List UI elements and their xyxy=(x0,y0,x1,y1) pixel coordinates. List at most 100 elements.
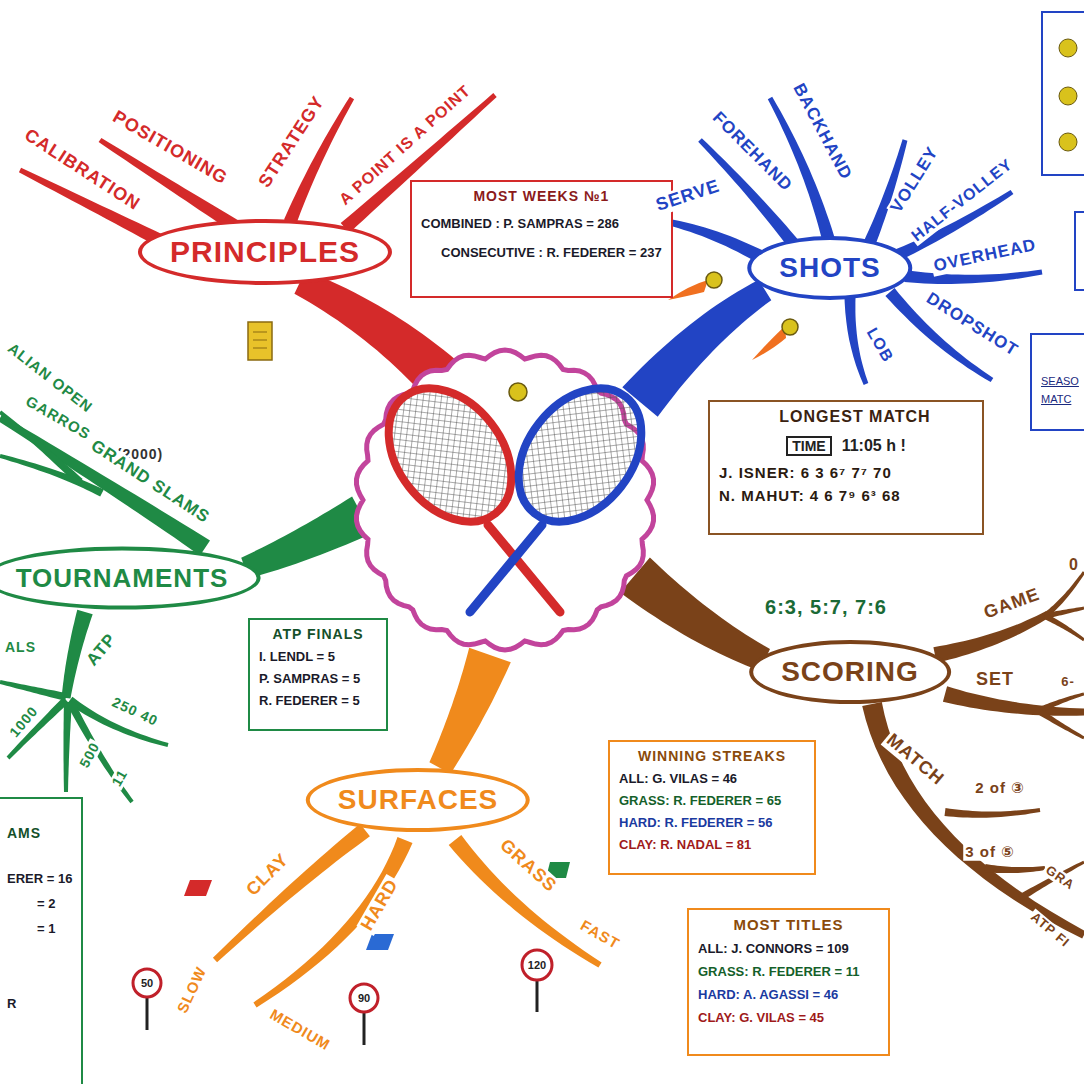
branch-label: POSITIONING xyxy=(107,106,232,190)
centre-picture xyxy=(357,350,667,650)
node-heading: TOURNAMENTS xyxy=(16,563,229,594)
branch xyxy=(0,680,67,701)
racquet-handle xyxy=(488,525,560,612)
speed-number: 90 xyxy=(358,992,370,1004)
branch xyxy=(1039,693,1084,713)
ball xyxy=(1059,39,1077,57)
branch xyxy=(449,835,602,968)
branch xyxy=(904,270,1042,284)
ball xyxy=(509,383,527,401)
node-text: COMBINED : P. SAMPRAS = 286 xyxy=(421,216,662,231)
branch xyxy=(66,700,133,803)
branch xyxy=(943,686,1084,716)
edge-boxes xyxy=(1042,12,1084,290)
branch-label: STRATEGY xyxy=(254,91,330,193)
ball xyxy=(1059,87,1077,105)
branch xyxy=(1018,861,1084,901)
record-box: ATP FINALSI. LENDL = 5P. SAMPRAS = 5R. F… xyxy=(248,618,388,731)
racquet-head xyxy=(493,365,666,546)
node-text: I. LENDL = 5 xyxy=(259,649,377,664)
branch-label: SET xyxy=(974,670,1016,690)
sign-disc xyxy=(133,969,161,997)
branch xyxy=(429,648,510,774)
ball-flame xyxy=(752,326,786,360)
topic-bubble: SCORING xyxy=(749,640,951,704)
node-heading: SCORING xyxy=(781,656,919,688)
racquet-handle xyxy=(470,525,542,612)
branch xyxy=(213,824,370,963)
node-text: TIME xyxy=(786,436,831,456)
branch xyxy=(622,280,771,417)
branch-label: 2 of ③ xyxy=(973,780,1027,797)
branch-label: BACKHAND xyxy=(788,79,856,185)
record-box: LONGEST MATCHTIME11:05 h !J. ISNER: 6 3 … xyxy=(708,400,984,535)
ball-flame xyxy=(668,280,708,300)
surface-flags xyxy=(184,862,570,950)
branch xyxy=(845,298,869,385)
branch-label: 1000 xyxy=(6,702,43,742)
node-heading: LONGEST MATCH xyxy=(719,408,973,426)
branch xyxy=(0,454,104,497)
record-box: WINNING STREAKSALL: G. VILAS = 46GRASS: … xyxy=(608,740,816,875)
node-text: ALL: J. CONNORS = 109 xyxy=(698,941,879,956)
branch xyxy=(1043,571,1084,618)
branch xyxy=(945,808,1041,818)
node-heading: AMS xyxy=(7,825,72,841)
scroll-lines xyxy=(253,332,267,348)
branch-label: DROPSHOT xyxy=(921,288,1023,361)
hard-flag xyxy=(366,934,394,950)
node-heading: MOST TITLES xyxy=(698,916,879,933)
node-text: CONSECUTIVE : R. FEDERER = 237 xyxy=(421,245,662,260)
node-text: = 2 xyxy=(7,896,72,911)
branch-label: ATP xyxy=(82,629,122,671)
node-heading: PRINCIPLES xyxy=(170,235,360,269)
branch-label: ALS xyxy=(3,640,38,655)
sign-post xyxy=(363,1012,366,1045)
node-text: 11:05 h ! xyxy=(842,437,906,455)
record-box: AMS ERER = 16 = 2 = 1 R xyxy=(0,797,83,1084)
scroll xyxy=(248,322,272,360)
topic-bubble: TOURNAMENTS xyxy=(0,547,260,610)
ball xyxy=(706,272,722,288)
record-box: MOST TITLES ALL: J. CONNORS = 109GRASS: R… xyxy=(687,908,890,1056)
branch xyxy=(862,702,1084,939)
branch-label: OVERHEAD xyxy=(930,236,1040,277)
branch-label: 3 of ⑤ xyxy=(963,844,1017,861)
branch-label: SLOW xyxy=(173,962,210,1017)
node-text: GRASS: R. FEDERER = 11 xyxy=(698,964,879,979)
node-text: GRASS: R. FEDERER = 65 xyxy=(619,793,805,808)
text-row: TIME 11:05 h ! xyxy=(719,436,973,456)
speed-number: 50 xyxy=(141,977,153,989)
branch-label: FAST xyxy=(576,916,624,953)
branch xyxy=(1044,613,1084,641)
branch-label: 0 xyxy=(1067,556,1081,574)
blue-racquet xyxy=(470,365,667,612)
speed-number: 120 xyxy=(528,959,546,971)
node-heading: SEASO xyxy=(1041,375,1084,387)
branch xyxy=(620,557,770,671)
node-text: R xyxy=(7,996,72,1011)
topic-bubble: SURFACES xyxy=(306,768,530,832)
node-text: MATC xyxy=(1041,393,1084,405)
node-text: ALL: G. VILAS = 46 xyxy=(619,771,805,786)
sign-post xyxy=(536,979,539,1012)
branch xyxy=(241,497,372,579)
node-text: ERER = 16 xyxy=(7,871,72,886)
speed-signs xyxy=(133,950,552,1045)
branch-label: MEDIUM xyxy=(265,1005,335,1055)
branch xyxy=(64,702,73,792)
node-text: R. FEDERER = 5 xyxy=(259,693,377,708)
node-text: N. MAHUT: 4 6 7⁹ 6³ 68 xyxy=(719,487,973,504)
record-box: MOST WEEKS №1COMBINED : P. SAMPRAS = 286… xyxy=(410,180,673,298)
ball xyxy=(1059,133,1077,151)
node-text: P. SAMPRAS = 5 xyxy=(259,671,377,686)
scroll-icon xyxy=(248,322,272,360)
node-heading: SURFACES xyxy=(338,784,498,816)
sign-post xyxy=(146,997,149,1030)
clay-flag xyxy=(184,880,212,896)
node-text: = 1 xyxy=(7,921,72,936)
topic-bubble: PRINCIPLES xyxy=(138,219,392,285)
branch xyxy=(1038,710,1084,740)
node-text: CLAY: R. NADAL = 81 xyxy=(619,837,805,852)
